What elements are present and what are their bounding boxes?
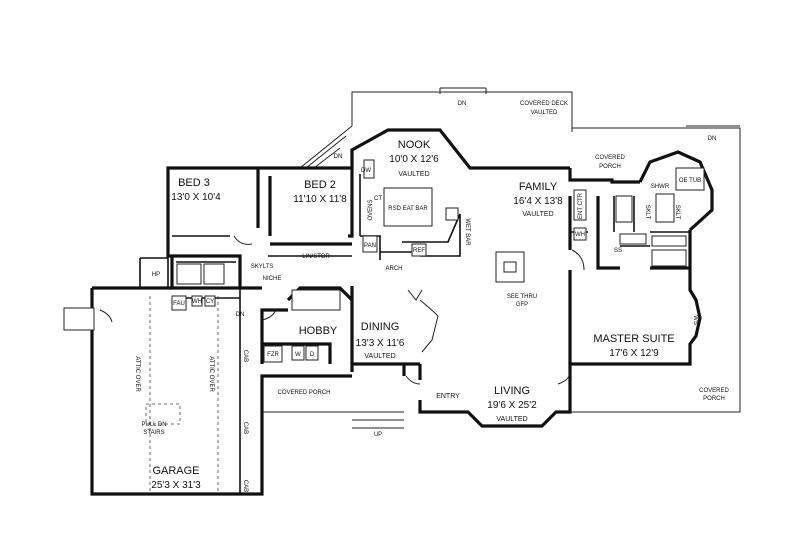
cab-label-1: CAB (242, 350, 248, 362)
covered-porch-label: COVERED PORCH (277, 390, 330, 396)
cab-label-2: CAB (242, 422, 248, 434)
bed2-dims: 11'10 X 11'8 (293, 194, 347, 205)
attic-over-left-label: ATTIC OVER (134, 356, 140, 392)
front-porch-porch-label: PORCH (703, 396, 725, 402)
attic-over-right-label: ATTIC OVER (208, 356, 214, 392)
ws-label: WS (692, 315, 698, 325)
covered-deck-label: COVERED DECK (520, 101, 568, 107)
exterior-walls (90, 128, 714, 496)
nook-dims: 10'0 X 12'6 (389, 154, 439, 165)
nook-note: VAULTED (398, 171, 429, 178)
gfp-label: GFP (516, 302, 528, 308)
entry-label: ENTRY (436, 393, 460, 400)
raised-bar-label: RSD EAT BAR (388, 206, 428, 212)
ct-label: CT (374, 196, 382, 202)
bed3-dims: 13'0 X 10'4 (171, 192, 221, 203)
rear-porch-covered-label: COVERED (595, 155, 625, 161)
shwr-label: SHWR (651, 184, 670, 190)
pantry-label: PAN (364, 243, 376, 249)
pull-dn-label: PULL DN (141, 422, 166, 428)
rear-porch-porch-label: PORCH (599, 164, 621, 170)
interior-walls (172, 168, 690, 494)
niche-label: NICHE (263, 276, 282, 282)
master-name: MASTER SUITE (593, 333, 674, 345)
lin-stor-label: LIN/STOR (302, 254, 330, 260)
arch-label: ARCH (385, 266, 402, 272)
living-name: LIVING (494, 385, 530, 397)
ent-ctr-label: ENT CTR (578, 192, 584, 219)
family-name: FAMILY (519, 181, 558, 193)
master-wh-label: WH (575, 232, 585, 238)
attic-lines (145, 296, 219, 494)
bed2-name: BED 2 (304, 179, 336, 191)
front-up-label: UP (374, 432, 382, 438)
cab-label-3: CAB (242, 480, 248, 492)
sklt-label-1: SKLT (644, 205, 650, 220)
washer-label: W (295, 352, 301, 358)
living-dims: 19'6 X 25'2 (487, 400, 537, 411)
skylts-label: SKYLTS (251, 264, 274, 270)
fau-label: FAU (173, 301, 185, 307)
wet-bar-label: WET BAR (464, 218, 470, 246)
garage-dims: 25'3 X 31'3 (151, 480, 201, 491)
fixtures (171, 159, 705, 363)
family-dims: 16'4 X 13'8 (513, 196, 563, 207)
nook-dn-label: DN (334, 154, 343, 160)
dining-note: VAULTED (364, 353, 395, 360)
deck-dn-label: DN (458, 101, 467, 107)
frz-label: FZR (267, 352, 279, 358)
ref-label: REF (413, 248, 425, 254)
hobby-name: HOBBY (299, 325, 338, 337)
see-thru-label: SEE THRU (507, 294, 537, 300)
front-porch-covered-label: COVERED (699, 388, 729, 394)
doors (63, 235, 585, 385)
dw-label: DW (361, 168, 371, 174)
stairs-label: STAIRS (143, 430, 164, 436)
master-dims: 17'6 X 12'9 (609, 348, 659, 359)
sklt-label-2: SKLT (674, 205, 680, 220)
covered-deck-vaulted-label: VAULTED (531, 110, 558, 116)
entry-steps (352, 411, 404, 429)
nook-name: NOOK (398, 139, 431, 151)
garage-name: GARAGE (152, 465, 199, 477)
ovens-label: OVENS (368, 199, 374, 220)
living-note: VAULTED (496, 416, 527, 423)
hp-label: HP (152, 272, 160, 278)
family-note: VAULTED (522, 211, 553, 218)
garage-dn-label: DN (236, 312, 245, 318)
dining-name: DINING (361, 321, 400, 333)
wh-label: WH (192, 299, 202, 305)
dryer-label: D (310, 352, 315, 358)
deck-side-dn-label: DN (708, 136, 717, 142)
ss-label: SS (614, 248, 622, 254)
oe-tub-label: OE TUB (679, 178, 701, 184)
dining-dims: 13'3 X 11'6 (356, 338, 405, 349)
cy-label: CY (206, 299, 214, 305)
covered-deck (299, 87, 741, 412)
bed3-name: BED 3 (178, 177, 210, 189)
